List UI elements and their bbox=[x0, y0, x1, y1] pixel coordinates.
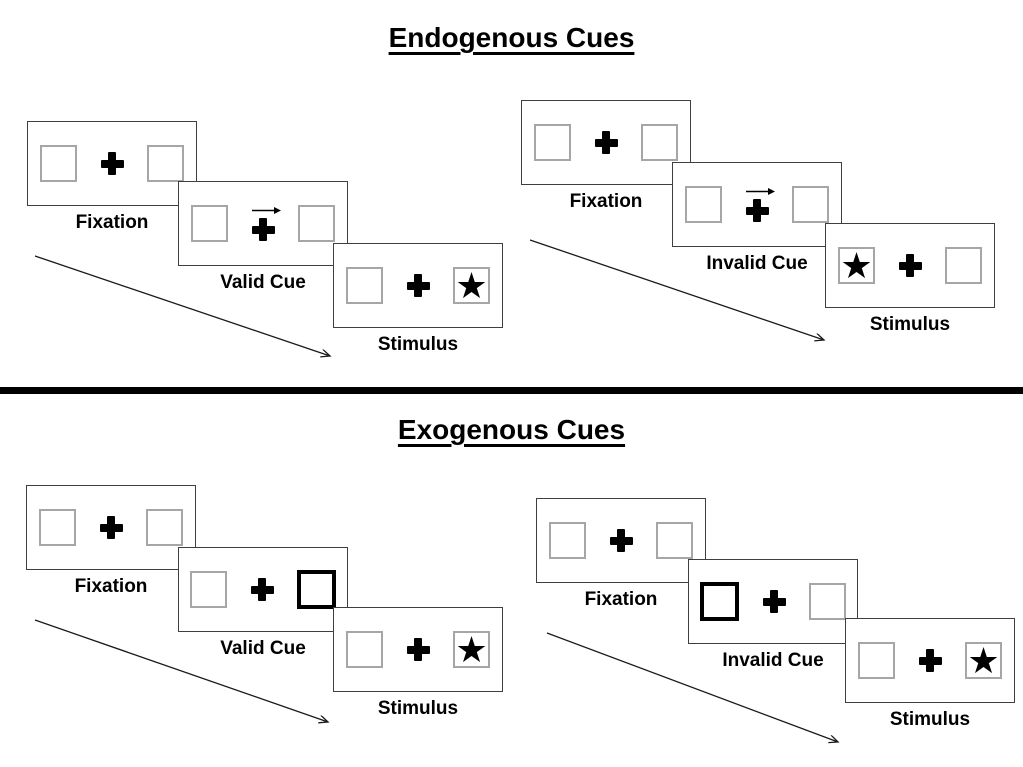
left-box bbox=[191, 205, 228, 242]
right-box-cue-highlight bbox=[297, 570, 336, 609]
right-box bbox=[656, 522, 693, 559]
left-box bbox=[346, 267, 383, 304]
star-icon: ★ bbox=[967, 639, 1000, 681]
step-label: Fixation bbox=[75, 212, 149, 233]
left-box bbox=[40, 145, 77, 182]
endogenous-section-title: Endogenous Cues bbox=[388, 22, 635, 53]
left-box bbox=[858, 642, 895, 679]
panel-exogenous-valid-cue: Valid Cue bbox=[178, 547, 348, 660]
panel-endogenous-valid-fixation: Fixation bbox=[27, 121, 197, 234]
fixation-cross-icon bbox=[918, 649, 942, 672]
left-box bbox=[39, 509, 76, 546]
step-label: Fixation bbox=[584, 589, 658, 610]
step-label: Fixation bbox=[74, 576, 148, 597]
stimulus-screen: ★ bbox=[333, 607, 503, 692]
panel-exogenous-valid-fixation: Fixation bbox=[26, 485, 196, 598]
fixation-cross-icon bbox=[594, 131, 618, 154]
step-label: Stimulus bbox=[869, 314, 951, 335]
fixation-screen bbox=[536, 498, 706, 583]
panel-endogenous-invalid-stimulus: ★ Stimulus bbox=[825, 223, 995, 336]
panel-exogenous-invalid-stimulus: ★ Stimulus bbox=[845, 618, 1015, 731]
left-box bbox=[685, 186, 722, 223]
fixation-cross-icon bbox=[762, 590, 786, 613]
section-divider bbox=[0, 387, 1023, 394]
fixation-screen bbox=[26, 485, 196, 570]
left-box bbox=[549, 522, 586, 559]
right-box bbox=[298, 205, 335, 242]
step-label: Stimulus bbox=[377, 698, 459, 719]
step-label: Invalid Cue bbox=[722, 650, 824, 671]
step-label: Valid Cue bbox=[220, 272, 306, 293]
right-box bbox=[945, 247, 982, 284]
left-box bbox=[346, 631, 383, 668]
left-box bbox=[190, 571, 227, 608]
fixation-cross-icon bbox=[251, 218, 275, 241]
right-box bbox=[792, 186, 829, 223]
cue-screen bbox=[178, 547, 348, 632]
panel-endogenous-valid-stimulus: ★ Stimulus bbox=[333, 243, 503, 356]
stimulus-screen: ★ bbox=[845, 618, 1015, 703]
fixation-cross-icon bbox=[609, 529, 633, 552]
step-label: Invalid Cue bbox=[706, 253, 808, 274]
cue-screen bbox=[688, 559, 858, 644]
left-box bbox=[534, 124, 571, 161]
panel-exogenous-valid-stimulus: ★ Stimulus bbox=[333, 607, 503, 720]
right-arrow-icon bbox=[252, 207, 281, 214]
panel-endogenous-invalid-cue: Invalid Cue bbox=[672, 162, 842, 275]
right-box: ★ bbox=[453, 631, 490, 668]
right-arrow-icon bbox=[746, 188, 775, 195]
fixation-cross-icon bbox=[745, 199, 769, 222]
right-box bbox=[147, 145, 184, 182]
fixation-cross-icon bbox=[898, 254, 922, 277]
right-box: ★ bbox=[453, 267, 490, 304]
fixation-screen bbox=[521, 100, 691, 185]
panel-exogenous-invalid-cue: Invalid Cue bbox=[688, 559, 858, 672]
stimulus-screen: ★ bbox=[333, 243, 503, 328]
panel-exogenous-invalid-fixation: Fixation bbox=[536, 498, 706, 611]
fixation-cross-icon bbox=[100, 152, 124, 175]
fixation-cross-icon bbox=[250, 578, 274, 601]
fixation-cross-icon bbox=[406, 638, 430, 661]
right-box bbox=[809, 583, 846, 620]
fixation-cross-icon bbox=[99, 516, 123, 539]
right-box bbox=[641, 124, 678, 161]
star-icon: ★ bbox=[455, 264, 488, 306]
step-label: Stimulus bbox=[377, 334, 459, 355]
step-label: Valid Cue bbox=[220, 638, 306, 659]
panel-endogenous-invalid-fixation: Fixation bbox=[521, 100, 691, 213]
cue-screen bbox=[178, 181, 348, 266]
stimulus-screen: ★ bbox=[825, 223, 995, 308]
exogenous-section-title: Exogenous Cues bbox=[397, 414, 626, 445]
fixation-screen bbox=[27, 121, 197, 206]
step-label: Stimulus bbox=[889, 709, 971, 730]
cue-screen bbox=[672, 162, 842, 247]
star-icon: ★ bbox=[840, 244, 873, 286]
left-box: ★ bbox=[838, 247, 875, 284]
star-icon: ★ bbox=[455, 628, 488, 670]
right-box: ★ bbox=[965, 642, 1002, 679]
step-label: Fixation bbox=[569, 191, 643, 212]
fixation-cross-icon bbox=[406, 274, 430, 297]
right-box bbox=[146, 509, 183, 546]
left-box-cue-highlight bbox=[700, 582, 739, 621]
panel-endogenous-valid-cue: Valid Cue bbox=[178, 181, 348, 294]
